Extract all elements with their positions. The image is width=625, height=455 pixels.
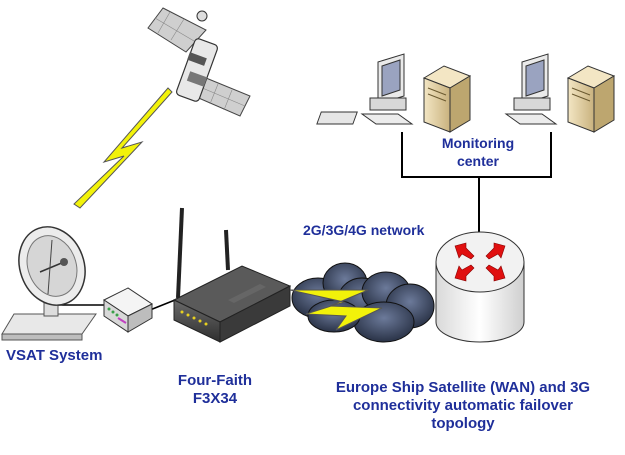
satellite-icon [147,7,251,117]
vsat-system-label: VSAT System [6,347,103,364]
satellite-dish-icon [1,226,97,341]
monitoring-center-label: Monitoring center [423,134,533,170]
cellular-router-icon [172,207,292,343]
monitoring-label-line1: Monitoring [441,135,515,151]
monitoring-label-line2: center [456,153,500,169]
network-label: 2G/3G/4G network [303,222,425,238]
caption-line3: topology [431,415,495,432]
router-label-line1: Four-Faith [177,372,253,389]
server-icon [566,65,616,133]
cellular-link-lightning [289,289,383,331]
caption-line2: connectivity automatic failover [352,397,574,414]
wireless-link-lightning [73,87,173,209]
modem-router-cable [149,299,176,311]
router-label-line2: F3X34 [192,390,238,407]
router-label: Four-Faith F3X34 [170,372,260,408]
core-router-icon [435,231,525,343]
monitoring-network-lines [401,132,552,232]
caption-line1: Europe Ship Satellite (WAN) and 3G [335,379,591,396]
modem-icon [103,287,153,333]
computer-icon [316,53,414,125]
computer-icon [504,53,558,125]
diagram-caption: Europe Ship Satellite (WAN) and 3G conne… [318,379,608,433]
server-icon [422,65,472,133]
network-cloud-icon [291,262,435,343]
